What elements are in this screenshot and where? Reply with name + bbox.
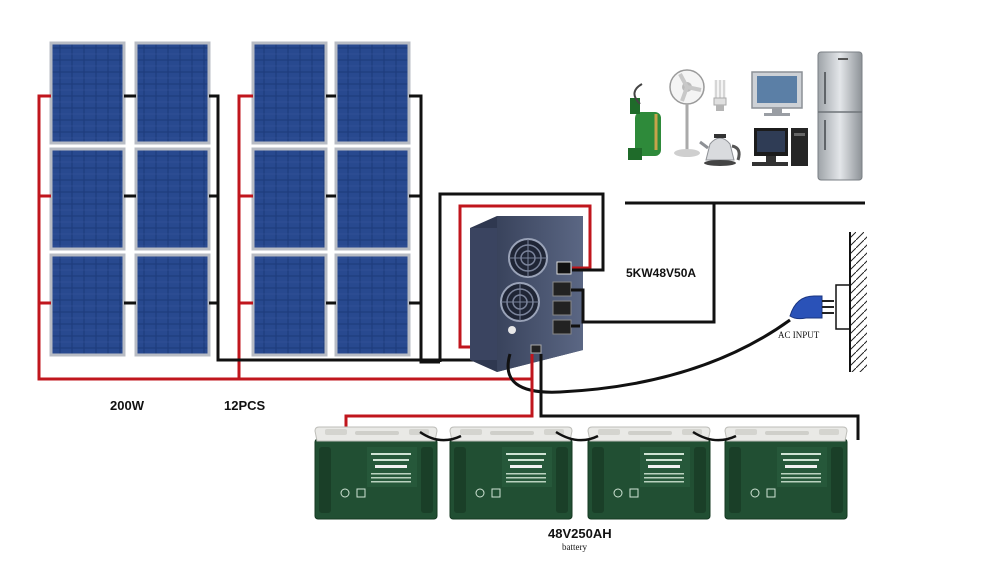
solar-array [49,41,411,357]
solar-panel [49,41,126,145]
battery-unit [449,426,573,520]
fan-icon [508,238,548,278]
ac-input-cable [506,318,791,394]
battery-unit [587,426,711,520]
solar-panel [134,147,211,251]
inverter-model-label: 5KW48V50A [626,266,697,280]
ac-outlets [552,281,572,335]
battery-unit [314,426,438,520]
lcd-tv-icon [751,71,803,116]
solar-panel [134,41,211,145]
battery-spec-label: 48V250AH [548,526,612,541]
wall-socket [835,232,867,372]
panel-count-label: 12PCS [224,398,266,413]
solar-panel [49,253,126,357]
solar-panel [49,147,126,251]
solar-panel [134,253,211,357]
solar-panel [251,41,328,145]
panel-power-label: 200W [110,398,144,413]
ac-input-label: AC INPUT [778,330,820,340]
battery-caption-label: battery [562,542,587,552]
power-switch [556,261,572,275]
water-pump-icon [628,83,661,160]
solar-panel [251,147,328,251]
solar-panel [334,41,411,145]
pv-return-wire [438,192,605,362]
ac-output-wire [571,201,865,324]
battery-links [419,430,737,442]
appliances [628,51,863,181]
solar-panel [334,253,411,357]
desktop-computer-icon [752,128,808,166]
solar-panel [251,253,328,357]
electric-kettle-icon [699,134,741,166]
plug-icon [789,295,834,320]
inverter [470,216,583,372]
stand-fan-icon [669,69,705,157]
refrigerator-icon [817,51,863,181]
fan-icon [500,282,540,322]
solar-panel [334,147,411,251]
battery-unit [724,426,848,520]
pv-input-wire [458,204,592,349]
cfl-bulb-icon [713,80,727,111]
battery-negative-wire [539,354,860,440]
